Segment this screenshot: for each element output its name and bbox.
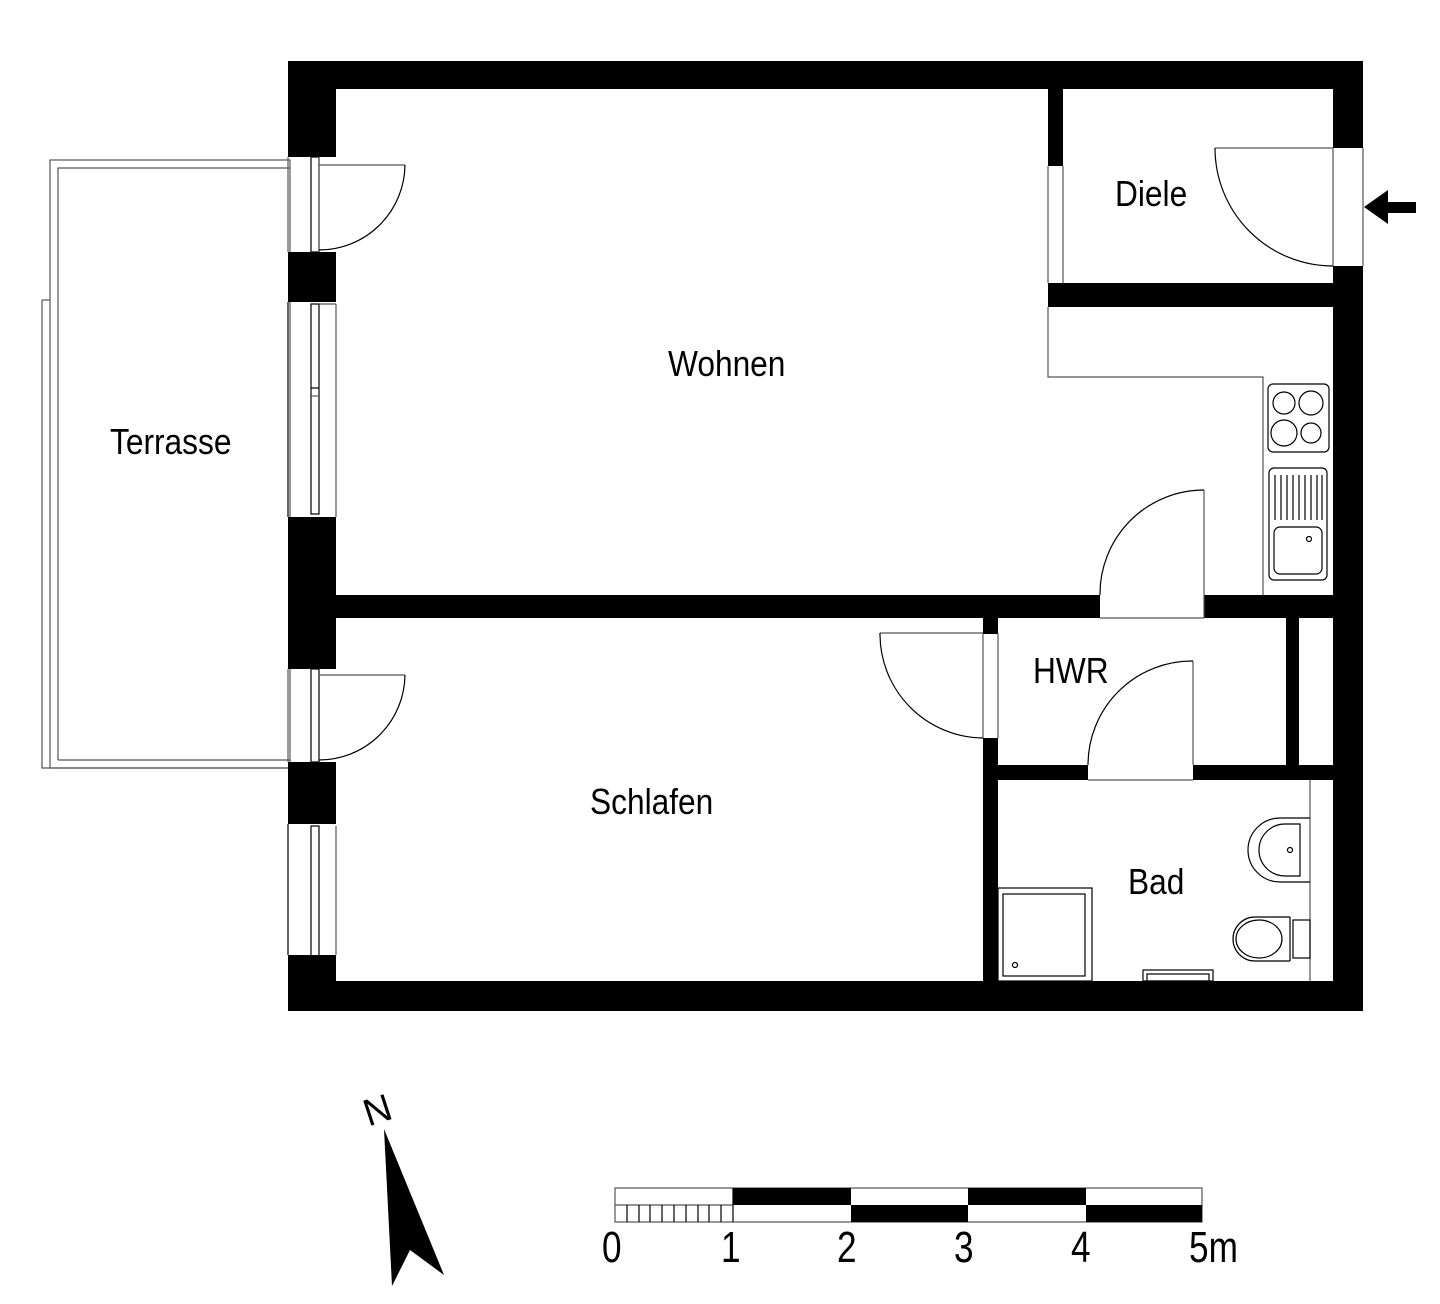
- room-label-hwr: HWR: [1033, 650, 1109, 691]
- shower-tray-icon: [997, 887, 1093, 982]
- scale-bar: [614, 1187, 1203, 1223]
- terrace-outline: [41, 159, 291, 769]
- washbasin-icon: [1247, 817, 1310, 883]
- scale-tick-4: 4: [1071, 1223, 1091, 1272]
- room-label-wohnen: Wohnen: [668, 343, 786, 384]
- kitchen-counter: [1047, 307, 1330, 595]
- room-label-bad: Bad: [1128, 861, 1185, 902]
- kitchen-sink-icon: [1268, 467, 1328, 581]
- bathtub-edge-icon: [1142, 969, 1214, 982]
- outer-walls: [288, 61, 1363, 1011]
- door-hwr-schlafen: [879, 632, 999, 739]
- room-label-terrasse: Terrasse: [110, 421, 232, 462]
- scale-tick-5m: 5m: [1189, 1223, 1238, 1272]
- door-hwr-bad: [1087, 660, 1194, 781]
- scale-tick-0: 0: [602, 1223, 622, 1272]
- door-wohnen-hwr: [1099, 489, 1205, 619]
- toilet-icon: [1232, 916, 1311, 962]
- entrance-arrow-icon: [1364, 190, 1416, 224]
- window-left-lower: [287, 824, 337, 959]
- scale-tick-2: 2: [837, 1223, 857, 1272]
- scale-tick-3: 3: [954, 1223, 974, 1272]
- bathroom-fixtures: [997, 780, 1311, 982]
- door-terrace-schlafen: [318, 674, 406, 761]
- interior-walls: [336, 89, 1333, 981]
- window-left-upper: [287, 156, 320, 253]
- north-arrow-icon: [384, 1129, 444, 1286]
- opening-diele-wohnen: [1047, 166, 1064, 283]
- room-label-diele: Diele: [1115, 173, 1188, 214]
- scale-tick-1: 1: [721, 1223, 741, 1272]
- window-left-middle: [287, 302, 337, 517]
- room-label-schlafen: Schlafen: [590, 781, 714, 822]
- stove-cooktop-icon: [1267, 383, 1330, 453]
- door-entrance: [1214, 147, 1364, 267]
- door-terrace-wohnen: [318, 164, 406, 251]
- window-left-schlafen-door: [287, 668, 320, 763]
